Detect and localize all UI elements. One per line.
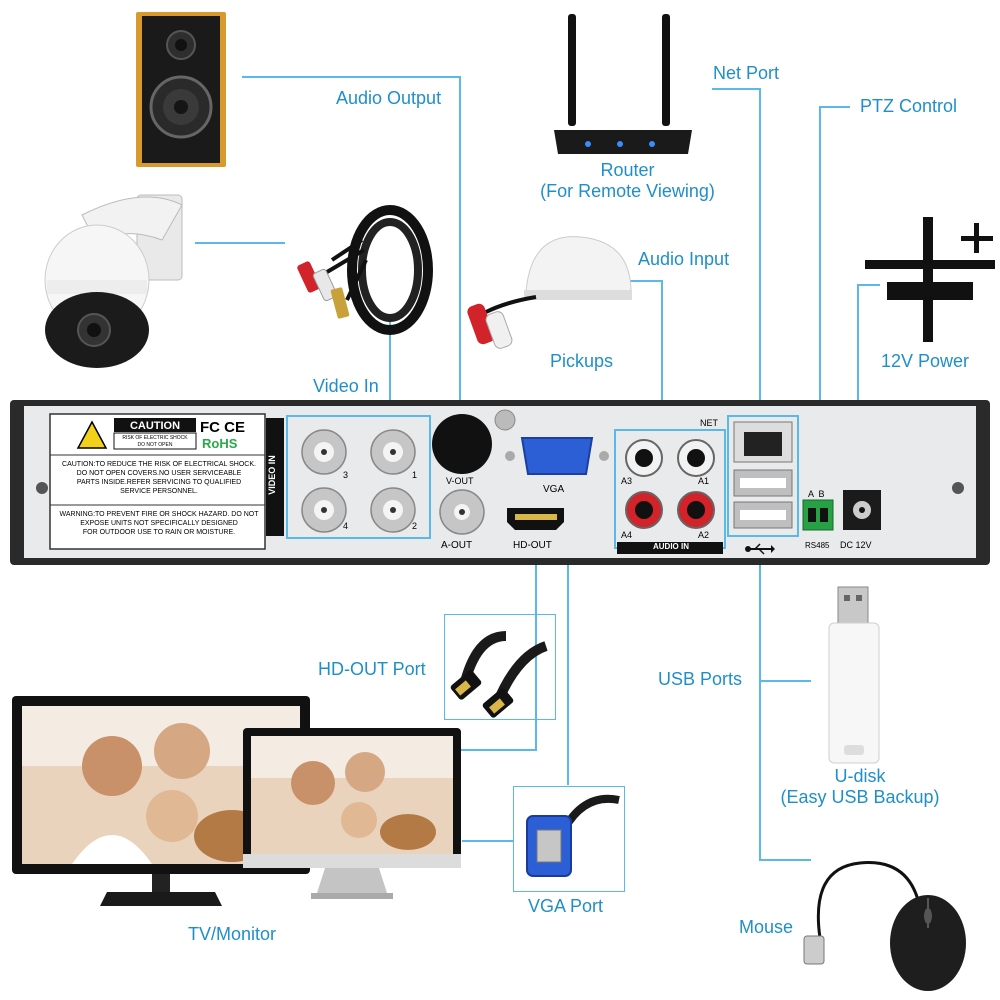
vga-cable-box xyxy=(513,786,625,892)
udisk-label: U-disk (Easy USB Backup) xyxy=(760,766,960,807)
line-hdout-v xyxy=(535,535,537,750)
vout-label: V-OUT xyxy=(446,476,474,486)
panel-warning-text: CAUTION:TO REDUCE THE RISK OF ELECTRICAL… xyxy=(54,460,264,496)
line-vga-h xyxy=(462,840,514,842)
dvr-rear-panel xyxy=(10,400,990,565)
line-ptz-v xyxy=(819,106,821,516)
pickups-label: Pickups xyxy=(550,351,614,371)
mouse-label: Mouse xyxy=(739,917,794,937)
vga-cable-icon xyxy=(526,794,620,877)
vga-panel-label: VGA xyxy=(543,484,565,495)
a4-label: A4 xyxy=(621,530,633,540)
panel-fcc-mark: FC CE xyxy=(200,419,245,436)
line-ptz-h xyxy=(820,106,850,108)
line-audio-input-v xyxy=(661,280,663,435)
a2-label: A2 xyxy=(698,530,710,540)
warn-line-3: PARTS INSIDE.REFER SERVICING TO QUALIFIE… xyxy=(76,479,242,486)
line-audio-output-v xyxy=(459,76,461,514)
line-usb-v xyxy=(759,530,761,860)
panel-video-in-tag: VIDEO IN xyxy=(266,455,277,495)
aout-label: A-OUT xyxy=(441,540,473,551)
ptz-camera-icon xyxy=(44,194,183,368)
mouse-icon xyxy=(803,861,966,991)
vga-port-label: VGA Port xyxy=(528,896,604,916)
usb-disk-icon xyxy=(828,586,880,764)
warn-line-2: DO NOT OPEN COVERS.NO USER SERVICEABLE xyxy=(76,470,242,477)
net-port-label: Net Port xyxy=(713,63,780,83)
audio-input-label: Audio Input xyxy=(638,249,730,269)
a1-label: A1 xyxy=(698,476,710,486)
hdmi-cable-box xyxy=(444,614,556,720)
tv-monitor-label: TV/Monitor xyxy=(188,924,277,944)
line-mouse-h xyxy=(759,859,811,861)
panel-do-not-open: DO NOT OPEN xyxy=(137,442,173,448)
line-video-in-v xyxy=(389,320,391,420)
dc12v-label: DC 12V xyxy=(840,540,872,550)
warn-line-7: FOR OUTDOOR USE TO RAIN OR MOISTURE. xyxy=(82,529,236,536)
audio-output-label: Audio Output xyxy=(336,88,442,108)
ptz-control-label: PTZ Control xyxy=(860,96,958,116)
monitor-small-icon xyxy=(243,728,461,899)
line-usb-h xyxy=(759,680,811,682)
warn-line-4: SERVICE PERSONNEL. xyxy=(120,488,198,495)
hd-out-port-label: HD-OUT Port xyxy=(318,659,426,679)
audio-in-panel-label: AUDIO IN xyxy=(653,542,689,551)
panel-caution-title: CAUTION xyxy=(129,420,181,432)
a3-label: A3 xyxy=(621,476,633,486)
panel-rohs-mark: RoHS xyxy=(202,436,238,451)
router-title: Router xyxy=(600,160,655,180)
line-net-port-v xyxy=(759,88,761,433)
channel-1-label: 1 xyxy=(412,470,418,480)
line-audio-output-h xyxy=(242,76,460,78)
line-hdout-h xyxy=(458,749,537,751)
ab-label: A B xyxy=(808,489,825,499)
speaker-icon xyxy=(136,12,226,167)
udisk-subtitle: (Easy USB Backup) xyxy=(780,786,940,807)
power-label: 12V Power xyxy=(881,351,970,371)
rs485-label: RS485 xyxy=(805,541,830,550)
video-in-label: Video In xyxy=(313,376,379,396)
net-panel-label: NET xyxy=(700,418,718,428)
line-power-h xyxy=(858,284,880,286)
line-net-port-h xyxy=(712,88,760,90)
hdout-panel-label: HD-OUT xyxy=(513,540,552,551)
warn-line-1: CAUTION:TO REDUCE THE RISK OF ELECTRICAL… xyxy=(62,461,256,468)
usb-symbol-icon xyxy=(745,543,775,555)
line-audio-input-h xyxy=(628,280,662,282)
channel-4-label: 4 xyxy=(343,521,349,531)
bnc-cable-icon xyxy=(297,205,433,335)
usb-ports-label: USB Ports xyxy=(658,669,743,689)
panel-warning-text-2: WARNING:TO PREVENT FIRE OR SHOCK HAZARD.… xyxy=(54,510,264,537)
router-icon xyxy=(554,14,692,154)
warn-line-6: EXPOSE UNITS NOT SPECIFICALLY DESIGNED xyxy=(80,520,238,527)
router-subtitle: (For Remote Viewing) xyxy=(540,180,715,201)
panel-risk-text: RISK OF ELECTRIC SHOCK xyxy=(122,435,188,441)
hdmi-cable-icon xyxy=(450,631,548,718)
router-label: Router (For Remote Viewing) xyxy=(525,160,730,201)
channel-2-label: 2 xyxy=(412,521,418,531)
line-ptz-cam-h xyxy=(195,242,285,244)
power-symbol-icon xyxy=(865,217,995,342)
udisk-title: U-disk xyxy=(834,766,886,786)
warn-line-5: WARNING:TO PREVENT FIRE OR SHOCK HAZARD.… xyxy=(59,511,259,518)
pickup-microphone-icon xyxy=(467,236,632,349)
channel-3-label: 3 xyxy=(343,470,349,480)
line-vga-v xyxy=(567,475,569,785)
